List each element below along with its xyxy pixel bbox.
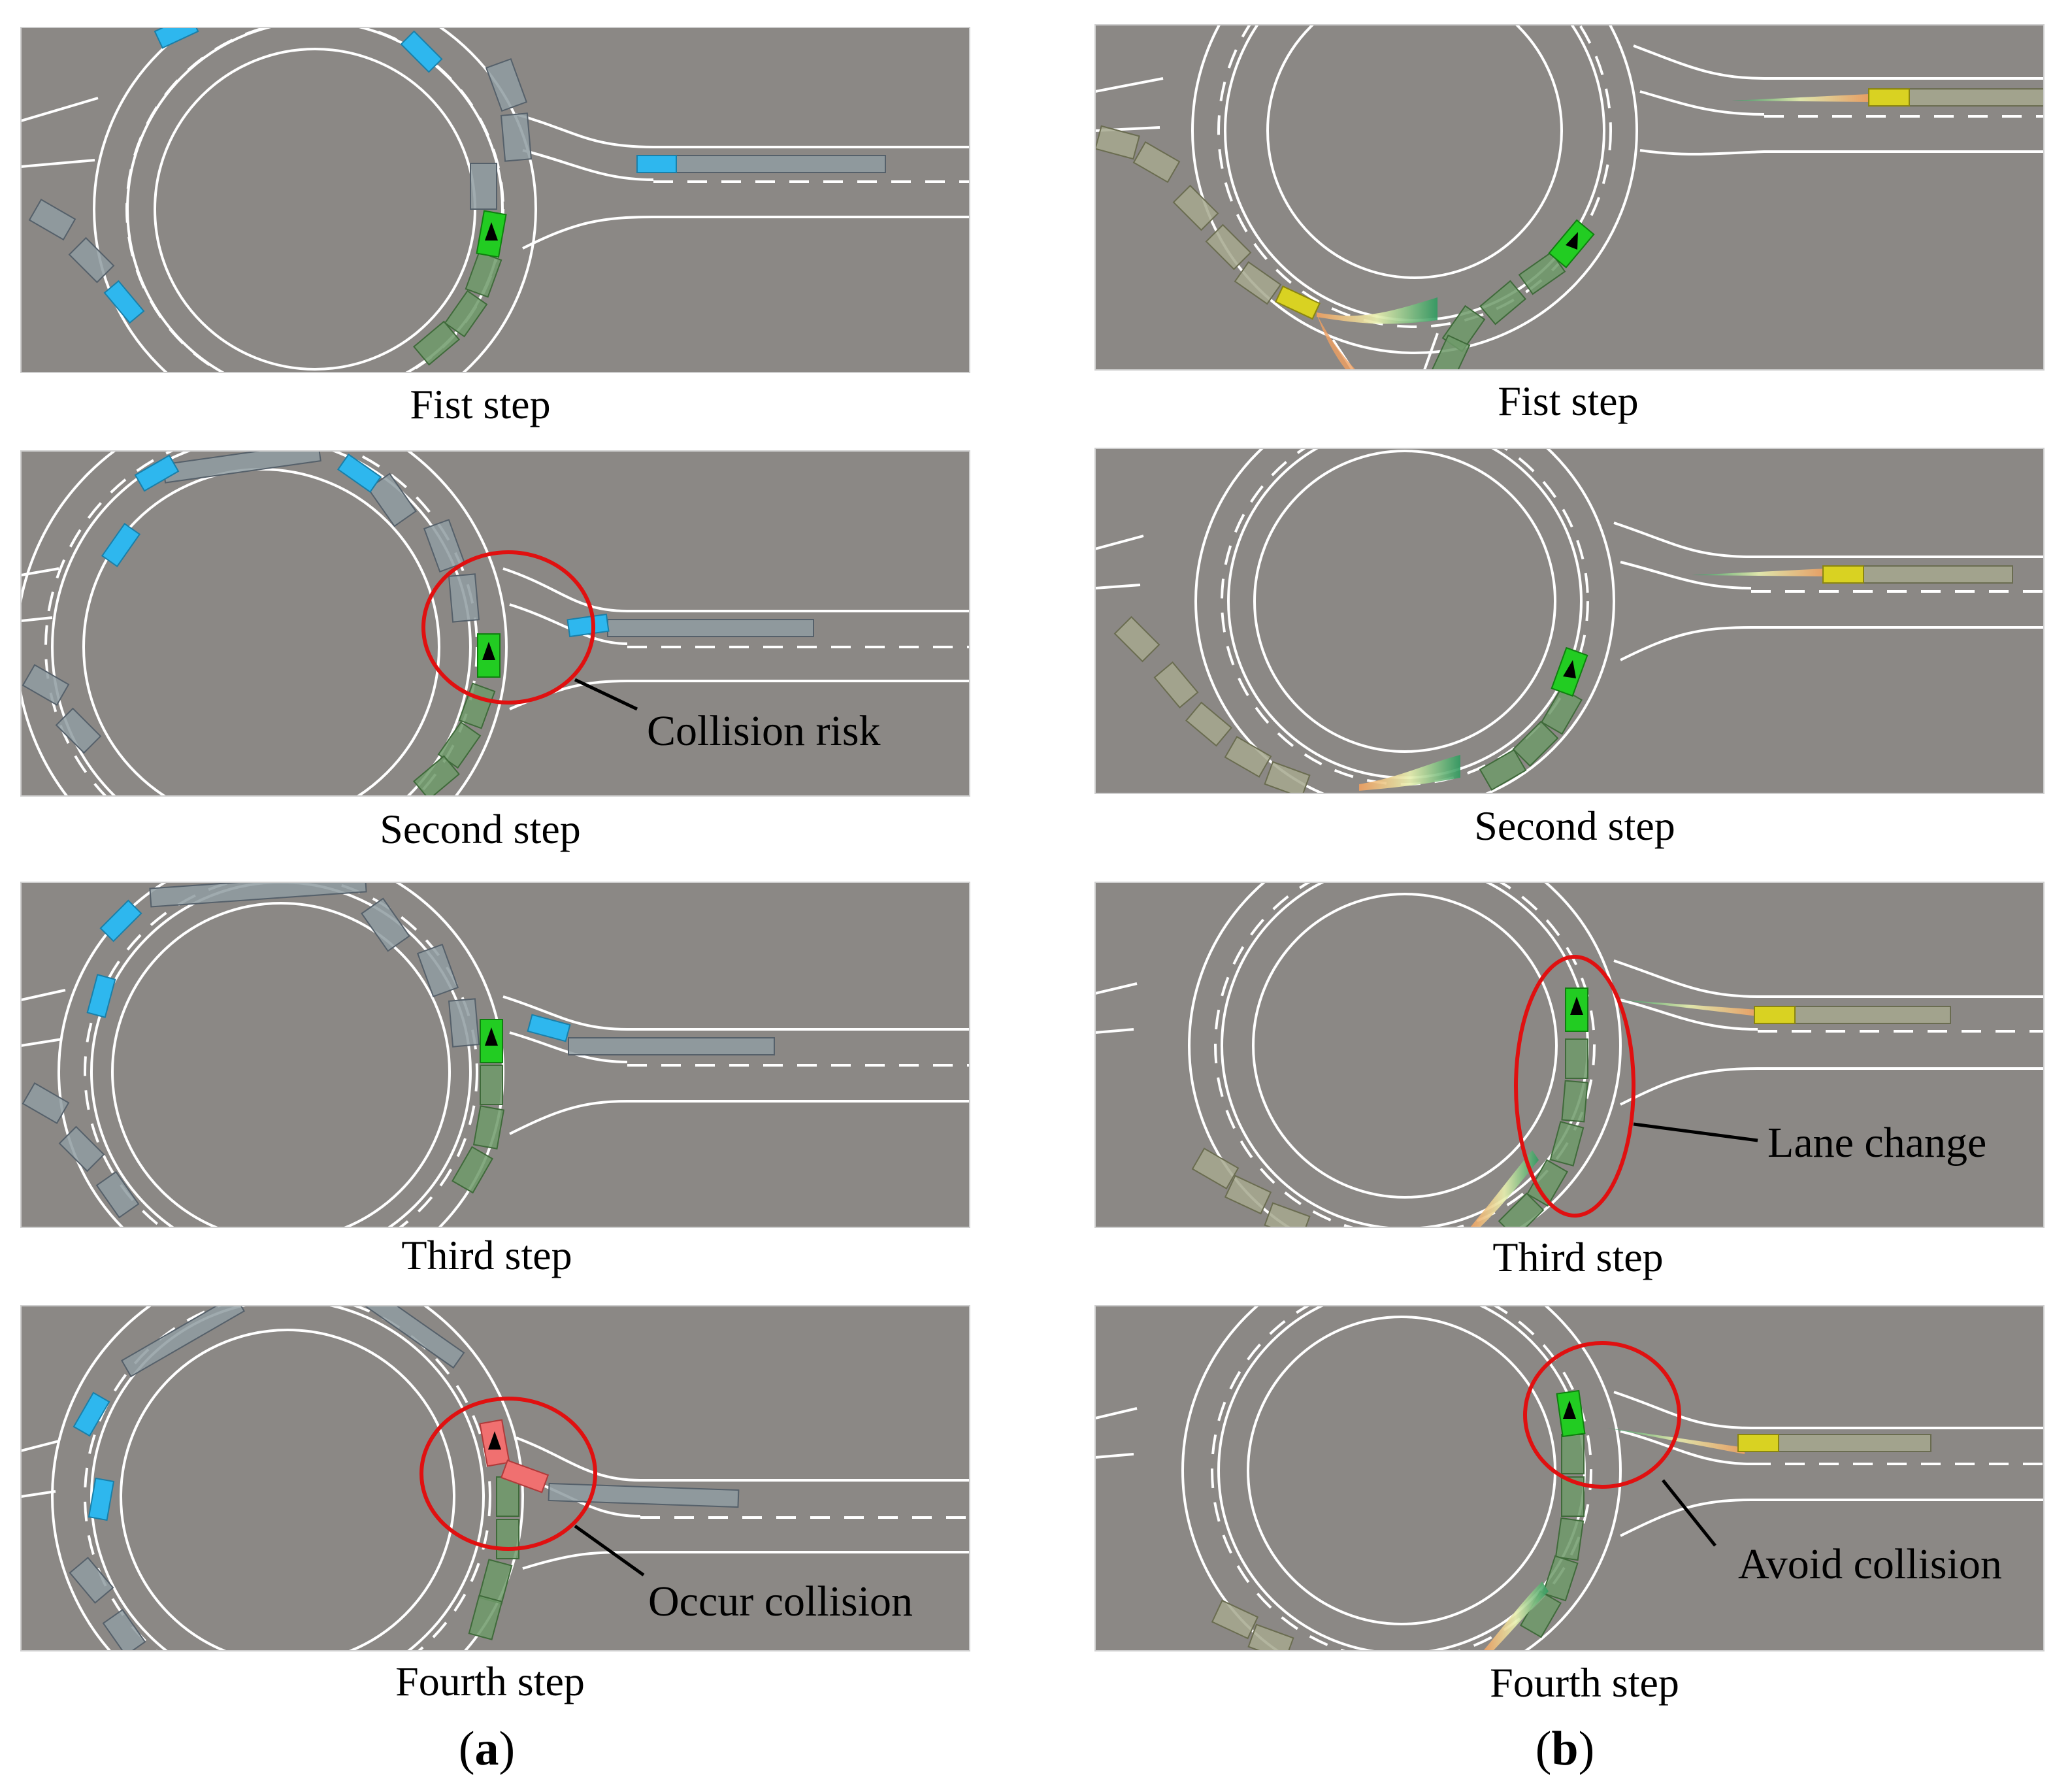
vehicle-trails [1211,1434,1931,1651]
vehicle [134,454,180,492]
ego-vehicle [1551,646,1588,697]
ego-trail [1498,1038,1588,1227]
caption-b4: Fourth step [1490,1659,1679,1706]
vehicle [88,1477,115,1521]
vehicle-trails [22,882,775,1219]
vehicle-trails [1191,1006,1951,1227]
vehicle [636,155,677,173]
collision-risk-circle [421,550,595,705]
ego-trail [468,1476,519,1640]
avoid-collision-circle [1523,1341,1681,1489]
other-vehicles [103,27,677,324]
other-vehicles [86,899,571,1042]
panel-a2 [21,451,970,796]
ego-vehicle [1548,219,1595,269]
annotation-collision-risk: Collision risk [647,707,881,755]
vehicle [86,974,116,1018]
vehicle [400,30,443,73]
vehicle [101,523,141,567]
annotation-occur-collision: Occur collision [648,1578,913,1625]
vehicle [1275,285,1321,320]
vehicle-trails [69,1306,740,1651]
vehicle [99,899,142,942]
other-vehicles [1737,1434,1779,1452]
prediction-fans [1317,94,1869,370]
other-vehicles [73,1391,115,1521]
other-vehicles [1275,88,1910,320]
panel-a4 [21,1306,970,1651]
vehicle [103,280,145,324]
roundabout [1095,25,2044,370]
vehicle-collided [500,1459,550,1493]
vehicle [1754,1006,1796,1024]
ego-vehicle [476,210,507,258]
annotation-leader [1633,1122,1758,1142]
prediction-fans [1470,1000,1758,1227]
roundabout [21,1306,970,1651]
caption-a4: Fourth step [395,1658,585,1704]
prediction-fans [1359,569,1826,791]
vehicle [527,1014,571,1042]
vehicle [567,613,610,638]
vehicle [337,453,382,493]
vehicle [73,1391,110,1437]
annotation-leader [1662,1479,1717,1547]
panel-a1 [21,27,970,373]
panel-b3 [1095,882,2044,1227]
annotation-avoid-collision: Avoid collision [1738,1540,2002,1588]
road-surface [1095,448,2044,793]
annotation-leader [574,678,638,711]
ego-vehicle [480,1019,503,1063]
panel-b4 [1095,1306,2044,1651]
column-label-a: (a) [459,1722,515,1776]
caption-a1: Fist step [410,381,550,427]
vehicle [154,27,199,49]
other-vehicles [1822,565,1864,584]
ego-vehicle [1556,1389,1586,1438]
panel-border [1094,24,2045,371]
caption-b3: Third step [1492,1234,1663,1280]
other-vehicles [101,453,610,638]
vehicle-trails [1095,88,2044,305]
ego-trail [1479,687,1583,791]
column-label-b: (b) [1536,1722,1594,1776]
panel-border [20,882,970,1228]
panel-border [1094,448,2045,794]
ego-trail [452,1065,505,1194]
collision-circle [419,1397,597,1551]
collision-vehicles [479,1419,550,1493]
caption-a3: Third step [401,1232,572,1278]
panel-border [20,27,970,373]
panel-border [20,450,970,797]
panel-border [1094,1305,2045,1651]
vehicle [1868,88,1910,107]
panel-b1 [1095,25,2044,370]
vehicle [1822,565,1864,584]
ego-trail [413,251,502,366]
lane-change-circle [1514,955,1635,1218]
vehicle [1737,1434,1779,1452]
ego-vehicle [477,633,501,678]
vehicle-trails [22,451,814,754]
annotation-leader [574,1524,645,1577]
panel-a3 [21,882,970,1227]
caption-b1: Fist step [1498,378,1638,424]
ego-vehicle [1565,987,1588,1032]
annotation-lane-change: Lane change [1767,1119,1986,1167]
panel-border [1094,882,2045,1228]
vehicle-trails [1113,565,2013,793]
ego-trail [413,682,496,796]
panel-border [20,1305,970,1651]
panel-b2 [1095,448,2044,793]
other-vehicles [1754,1006,1796,1024]
road-surface [1095,25,2044,370]
vehicle-trails [28,58,886,284]
caption-b2: Second step [1474,803,1675,849]
caption-a2: Second step [380,806,581,852]
